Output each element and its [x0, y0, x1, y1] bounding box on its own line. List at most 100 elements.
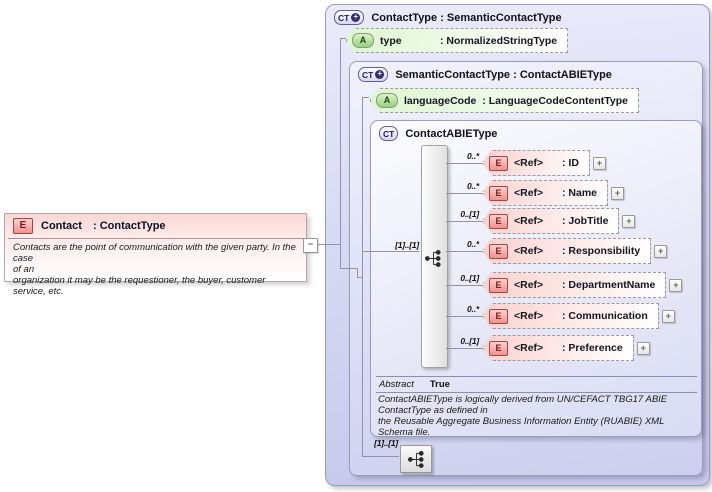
- element-node-departmentname[interactable]: E <Ref> : DepartmentName: [483, 272, 667, 298]
- contact-header: E Contact : ContactType: [5, 214, 306, 237]
- connector-line: [362, 97, 369, 98]
- expand-button[interactable]: +: [622, 214, 636, 228]
- connector-line: [446, 163, 483, 164]
- sequence-cardinality-label: [1]..[1]: [395, 240, 419, 250]
- cardinality-label: 0..[1]: [460, 209, 479, 219]
- element-row: 0..* E<Ref>: ID +: [431, 150, 606, 176]
- derivation-plus-icon: +: [375, 70, 385, 79]
- sequence-icon: [407, 450, 424, 468]
- connector-line: [316, 244, 341, 245]
- cardinality-label: 0..*: [467, 304, 479, 314]
- element-icon: E: [489, 213, 508, 229]
- connector-line: [340, 38, 341, 269]
- attribute-name: languageCode: [404, 94, 477, 107]
- semanticcontacttype-title: SemanticContactType : ContactABIEType: [395, 68, 612, 81]
- element-ref: <Ref>: [514, 157, 544, 169]
- element-node-responsibility[interactable]: E<Ref>: Responsibility: [483, 238, 652, 264]
- contact-name: Contact: [41, 220, 82, 232]
- attribute-node-type[interactable]: A type : NormalizedStringType: [346, 28, 569, 53]
- element-type: : Responsibility: [562, 245, 641, 257]
- element-row: 0..* E<Ref>: Responsibility +: [431, 238, 668, 264]
- element-ref: <Ref>: [514, 279, 544, 291]
- element-node-jobtitle[interactable]: E <Ref> : JobTitle: [483, 208, 620, 234]
- element-type: : DepartmentName: [562, 279, 656, 291]
- abstract-value: True: [429, 379, 450, 390]
- element-node-contact[interactable]: E Contact : ContactType Contacts are the…: [4, 213, 307, 297]
- connector-line: [446, 251, 483, 252]
- expand-button[interactable]: +: [669, 278, 683, 292]
- connector-line: [362, 251, 419, 252]
- connector-line: [357, 268, 358, 278]
- sequence-compositor-button[interactable]: [400, 445, 432, 473]
- contact-title: Contact : ContactType: [41, 220, 166, 232]
- sequence-icon: [425, 250, 441, 267]
- complextype-plus-icon: CT +: [334, 10, 365, 25]
- element-row: 0..* E<Ref>: Name +: [431, 180, 625, 206]
- complextype-node-contactabietype[interactable]: CT ContactABIEType [1]..[1] 0..* E <Ref>:…: [370, 120, 702, 438]
- element-icon: E: [13, 218, 33, 234]
- expand-button[interactable]: +: [661, 309, 675, 323]
- abstract-facet: Abstract True: [376, 376, 697, 393]
- element-icon: E: [489, 340, 508, 356]
- sequence-compositor-bar[interactable]: [421, 145, 448, 368]
- complextype-node-contacttype[interactable]: CT + ContactType : SemanticContactType A…: [325, 4, 710, 486]
- element-ref: <Ref>: [514, 342, 544, 354]
- element-type: : Communication: [562, 310, 648, 322]
- connector-line: [446, 193, 483, 194]
- complextype-plus-icon: CT +: [358, 67, 389, 82]
- connector-line: [340, 38, 346, 39]
- expand-button[interactable]: +: [654, 244, 668, 258]
- contactabietype-annotation: ContactABIEType is logically derived fro…: [378, 394, 668, 438]
- element-type: : Name: [562, 187, 598, 199]
- expand-button[interactable]: +: [611, 186, 625, 200]
- connector-line: [340, 268, 358, 269]
- element-row: 0..* E<Ref>: Communication +: [431, 303, 675, 329]
- complextype-node-semanticcontacttype[interactable]: CT + SemanticContactType : ContactABIETy…: [349, 61, 703, 476]
- connector-line: [446, 348, 483, 349]
- ct-label: CT: [338, 12, 350, 23]
- attribute-icon: A: [376, 93, 398, 108]
- element-node-id[interactable]: E<Ref>: ID: [483, 150, 590, 176]
- element-row: 0..[1] E <Ref> : JobTitle +: [431, 208, 636, 234]
- contact-type: : ContactType: [93, 220, 166, 232]
- connector-line: [362, 97, 363, 457]
- attribute-name: type: [380, 34, 402, 47]
- cardinality-label: 0..*: [467, 239, 479, 249]
- element-ref: <Ref>: [514, 245, 544, 257]
- expand-button[interactable]: +: [636, 341, 650, 355]
- contactabietype-header: CT ContactABIEType: [371, 121, 701, 141]
- connector-line: [446, 221, 483, 222]
- element-icon: E: [489, 155, 508, 171]
- element-row: 0..[1] E <Ref> : Preference +: [431, 335, 650, 361]
- ct-label: CT: [362, 69, 374, 80]
- derivation-plus-icon: +: [351, 13, 361, 22]
- element-node-communication[interactable]: E<Ref>: Communication: [483, 303, 659, 329]
- cardinality-label: 0..*: [467, 151, 479, 161]
- semanticcontacttype-header: CT + SemanticContactType : ContactABIETy…: [350, 62, 702, 82]
- element-node-name[interactable]: E <Ref> : Name: [483, 180, 609, 206]
- connector-line: [446, 285, 483, 286]
- contacttype-header: CT + ContactType : SemanticContactType: [326, 5, 709, 25]
- element-ref: <Ref>: [514, 310, 544, 322]
- element-ref: <Ref>: [514, 187, 544, 199]
- element-type: : Preference: [562, 342, 623, 354]
- attribute-type: : NormalizedStringType: [440, 34, 558, 47]
- element-icon: E: [489, 277, 508, 293]
- attribute-node-languagecode[interactable]: A languageCode : LanguageCodeContentType: [370, 88, 639, 113]
- attribute-icon: A: [352, 33, 374, 48]
- element-ref: <Ref>: [514, 215, 544, 227]
- element-row: 0..[1] E <Ref> : DepartmentName +: [431, 272, 683, 298]
- abstract-label: Abstract: [379, 379, 414, 390]
- ct-label: CT: [383, 128, 395, 139]
- complextype-icon: CT: [379, 126, 399, 141]
- element-node-preference[interactable]: E <Ref> : Preference: [483, 335, 634, 361]
- cardinality-label: 0..[1]: [460, 273, 479, 283]
- element-type: : JobTitle: [562, 215, 609, 227]
- cardinality-label: 0..[1]: [460, 336, 479, 346]
- expand-button[interactable]: +: [592, 156, 606, 170]
- contacttype-title: ContactType : SemanticContactType: [371, 11, 562, 24]
- collapse-toggle-icon[interactable]: −: [303, 238, 318, 253]
- contactabietype-title: ContactABIEType: [405, 127, 498, 140]
- element-icon: E: [489, 185, 508, 201]
